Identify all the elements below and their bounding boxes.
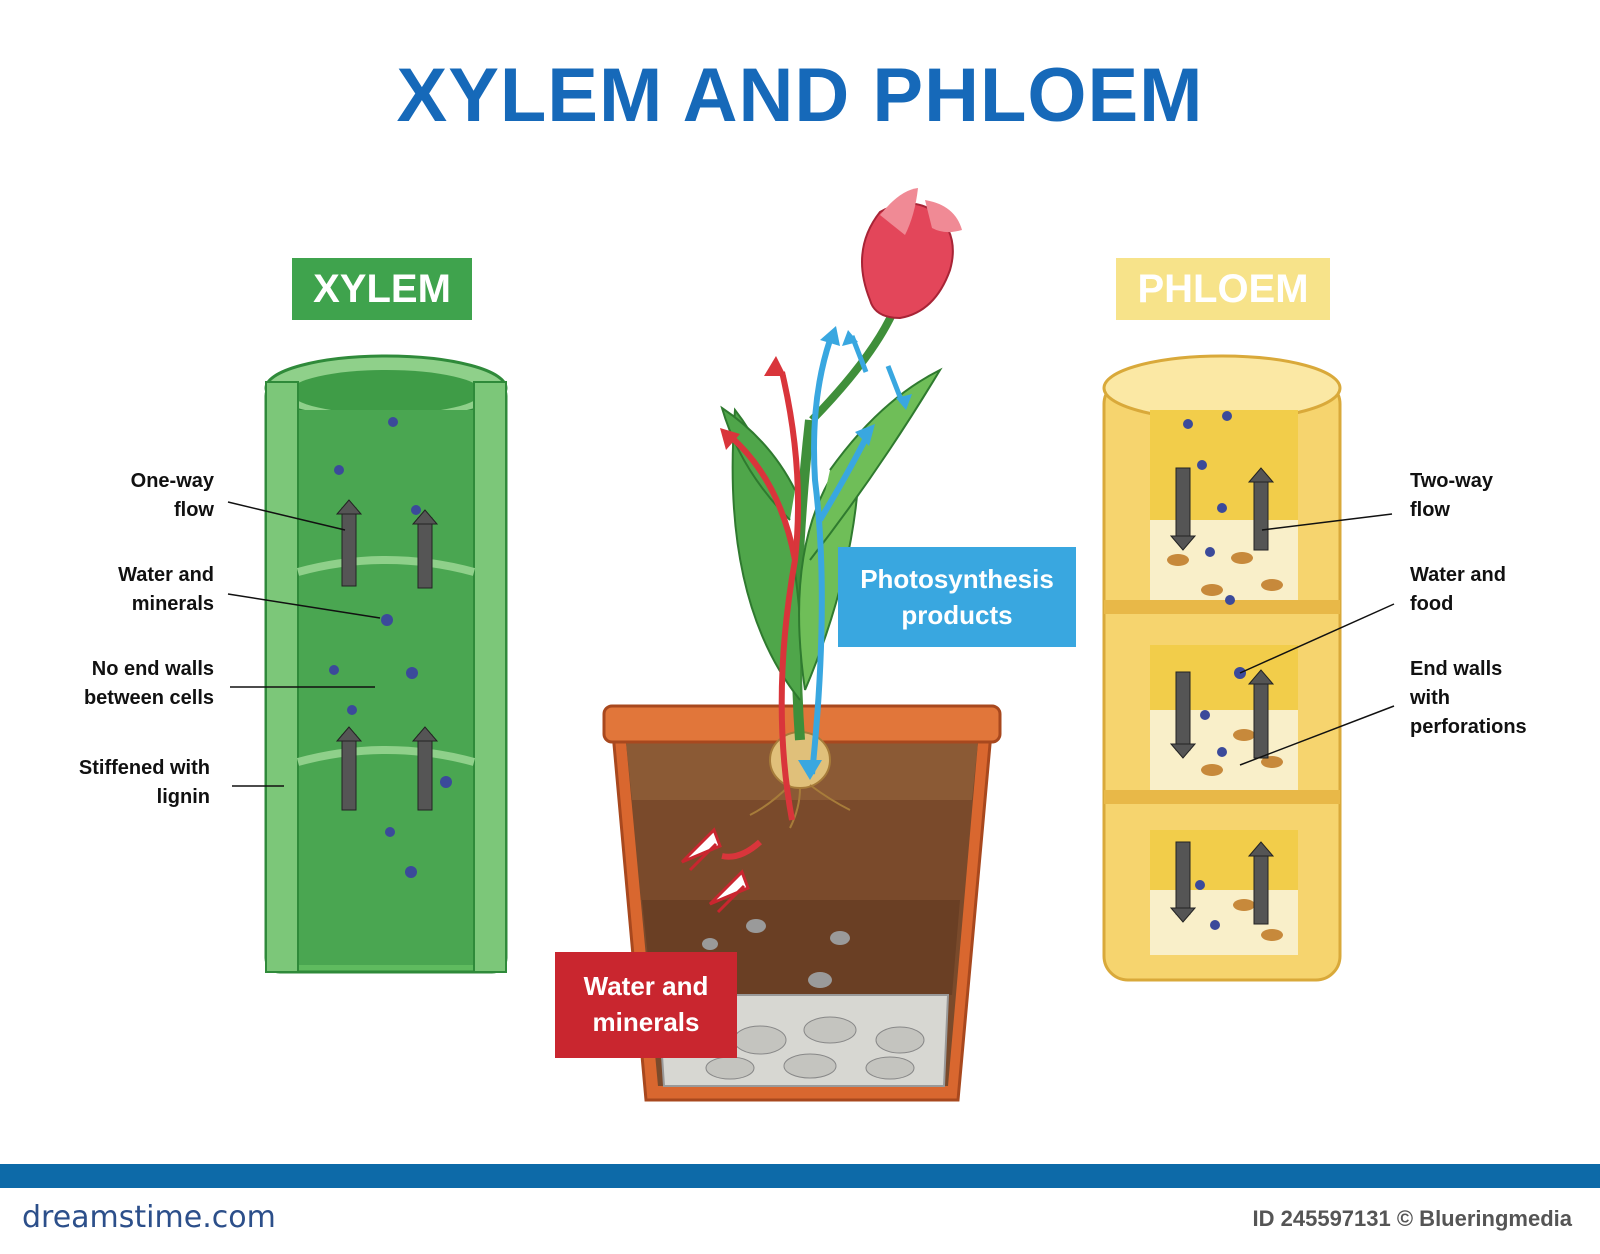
xylem-heading: XYLEM bbox=[292, 258, 472, 320]
photosynthesis-flow-arrows bbox=[798, 326, 912, 780]
photosynthesis-label: Photosynthesis products bbox=[838, 547, 1076, 647]
water-minerals-label: Water and minerals bbox=[555, 952, 737, 1058]
footer-bar bbox=[0, 1164, 1600, 1188]
water-flow-arrows bbox=[680, 356, 802, 914]
footer-id-credit: ID 245597131 © Blueringmedia bbox=[1252, 1206, 1572, 1231]
xylem-vessel bbox=[264, 354, 508, 974]
diagram-title: XYLEM AND PHLOEM bbox=[396, 53, 1204, 138]
phloem-heading: PHLOEM bbox=[1116, 258, 1330, 320]
phloem-vessel bbox=[1102, 354, 1342, 982]
footer-brand: dreamstime.com bbox=[22, 1200, 276, 1235]
